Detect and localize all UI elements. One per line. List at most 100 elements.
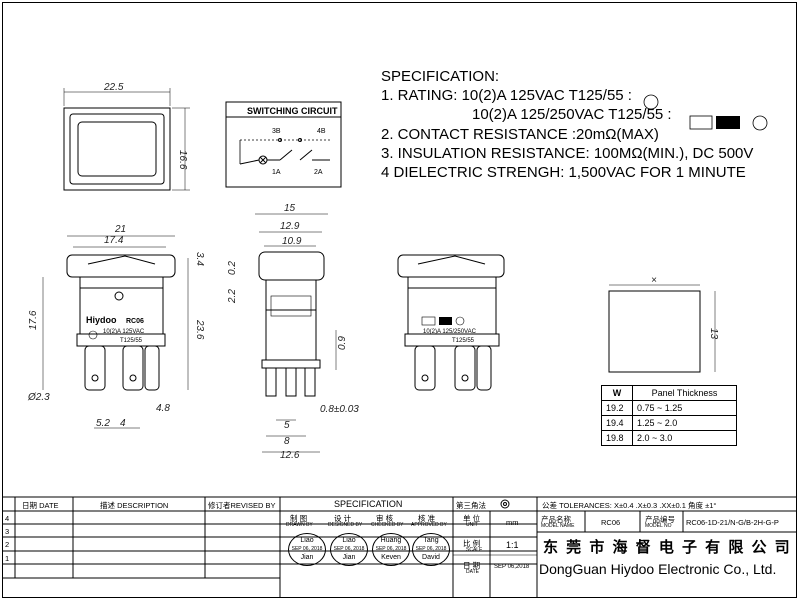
front-view-body [79,276,164,335]
panel-header-thickness: Panel Thickness [632,385,737,401]
spec-rating-2: 10(2)A 125/250VAC T125/55 : [472,106,672,124]
spec-heading: SPECIFICATION: [381,68,500,85]
tb-model-no: 产品编号 [645,515,675,524]
back-rating-label: 10(2)A 125/250VAC [423,329,477,335]
side-span-dim: 8 [284,436,290,447]
company-name-en: DongGuan Hiydoo Electronic Co., Ltd. [539,561,777,577]
panel-thickness-cell: 1.25 ~ 2.0 [632,415,737,431]
tb-rev-header: 修订者REVISED BY [208,501,276,510]
tb-approved-en: APPROVED BY [411,522,447,528]
tb-unit-en: UNIT [466,522,478,528]
switch-face-window [77,121,157,177]
front-view-rocker [66,254,176,278]
tb-checked: 审 核 [376,514,394,523]
panel-w-cell: 19.2 [601,400,633,416]
front-width-dim: 21 [114,224,126,235]
tb-row-1: 1 [5,554,10,563]
front-rating2-label: T125/55 [120,338,143,344]
enec-mark-icon [689,115,713,130]
cqc-cert-icon [752,115,768,131]
terminal-3b-label: 3B [272,128,281,135]
side-inner-width-dim: 12.9 [280,221,300,232]
front-pitch-dim: 5.2 [96,418,110,429]
kema-mark-icon [439,317,452,325]
front-pin-dia-dim: Ø2.3 [27,392,50,403]
front-brand-label: Hiydoo [86,315,117,325]
tb-drawn-en: DRAWN BY [286,522,313,528]
tb-designed: 设 计 [334,514,352,523]
side-pitch-dim: 5 [284,420,290,431]
tb-angle-label: 第三角法 [456,501,486,510]
switch-face-outer [63,107,171,191]
front-height-dim: 17.6 [28,310,39,330]
table-row: 19.4 1.25 ~ 2.0 [601,415,737,431]
tb-model-name: 产品名称 [541,515,571,524]
front-total-height-dim: 23.6 [194,319,205,340]
spec-contact-resistance: 2. CONTACT RESISTANCE :20mΩ(MAX) [381,125,659,143]
side-width-dim: 15 [284,203,296,214]
front-model-label: RC06 [126,318,144,325]
terminal-4b-label: 4B [317,128,326,135]
table-row: 19.8 2.0 ~ 3.0 [601,430,737,446]
tb-unit: 单 位 [463,514,481,523]
panel-cutout [608,290,701,373]
front-inner-width-dim: 17.4 [104,235,124,246]
side-pin-thick-dim: 0.9 [337,336,348,350]
tb-row-4: 4 [5,514,10,523]
tb-checked-en: CHECKED BY [371,522,404,528]
panel-width-dim: × [651,275,657,286]
tb-desc-header: 描述 DESCRIPTION [100,501,169,510]
panel-table-header: W Panel Thickness [601,385,737,401]
tb-model-name-en: MODEL NAME [541,523,575,529]
panel-w-cell: 19.8 [601,430,633,446]
tb-unit-value: mm [506,518,519,527]
back-view-rocker [397,254,505,278]
ul-mark-icon [88,330,98,340]
switching-circuit-box [225,101,342,188]
side-total-dim: 12.6 [280,450,300,461]
tb-date-en: DATE [466,569,479,575]
tb-model-no-value: RC06-1D-21/N-G/B-2H-G-P [686,518,779,527]
switch-face-inner [69,113,165,185]
back-rating2-label: T125/55 [452,338,475,344]
tb-approved: 核 准 [418,514,436,523]
side-offset-dim: 2.2 [227,289,238,304]
switching-circuit-title: SWITCHING CIRCUIT [247,106,338,116]
terminal-2a-label: 2A [314,169,323,176]
front-pin-width-dim: 4 [120,418,126,429]
front-terminal-left [84,345,106,391]
panel-thickness-table: W Panel Thickness 19.2 0.75 ~ 1.25 19.4 … [601,385,737,446]
tb-tolerances: 公差 TOLERANCES: X±0.4 .X±0.3 .XX±0.1 角度 ±… [542,501,717,510]
spec-dielectric-strength: 4 DIELECTRIC STRENGH: 1,500VAC FOR 1 MIN… [381,164,746,182]
side-view-rocker [258,251,325,281]
front-terminal-right [144,345,160,391]
tb-scale-en: SCALE [466,547,483,553]
front-rating-label: 10(2)A 125VAC [103,329,145,335]
panel-thickness-cell: 2.0 ~ 3.0 [632,430,737,446]
top-height-dim: 16.6 [177,150,188,170]
side-pin-dim: 0.8±0.03 [320,404,359,415]
top-width-dim: 22.5 [103,82,124,93]
tb-model-name-value: RC06 [601,518,621,527]
tb-date: 日 期 [463,561,481,570]
back-view-body [407,276,497,335]
kema-keur-icon [716,116,740,129]
front-top-dim: 3.4 [194,252,205,266]
side-body-width-dim: 10.9 [282,236,302,247]
terminal-1a-label: 1A [272,169,281,176]
tb-model-no-en: MODEL NO [645,523,672,529]
panel-header-w: W [601,385,633,401]
tb-row-2: 2 [5,540,10,549]
cqc-mark-icon [455,316,465,326]
spec-insulation-resistance: 3. INSULATION RESISTANCE: 100MΩ(MIN.), D… [381,144,754,162]
tb-scale-value: 1:1 [506,540,519,550]
front-terminal-mid [122,345,144,391]
company-name-cn: 东 莞 市 海 督 电 子 有 限 公 司 [543,539,792,556]
specification-block: SPECIFICATION: 1. RATING: 10(2)A 125VAC … [381,67,753,182]
cert-mark-icon [421,316,436,326]
tb-date-header: 日期 DATE [22,501,59,510]
